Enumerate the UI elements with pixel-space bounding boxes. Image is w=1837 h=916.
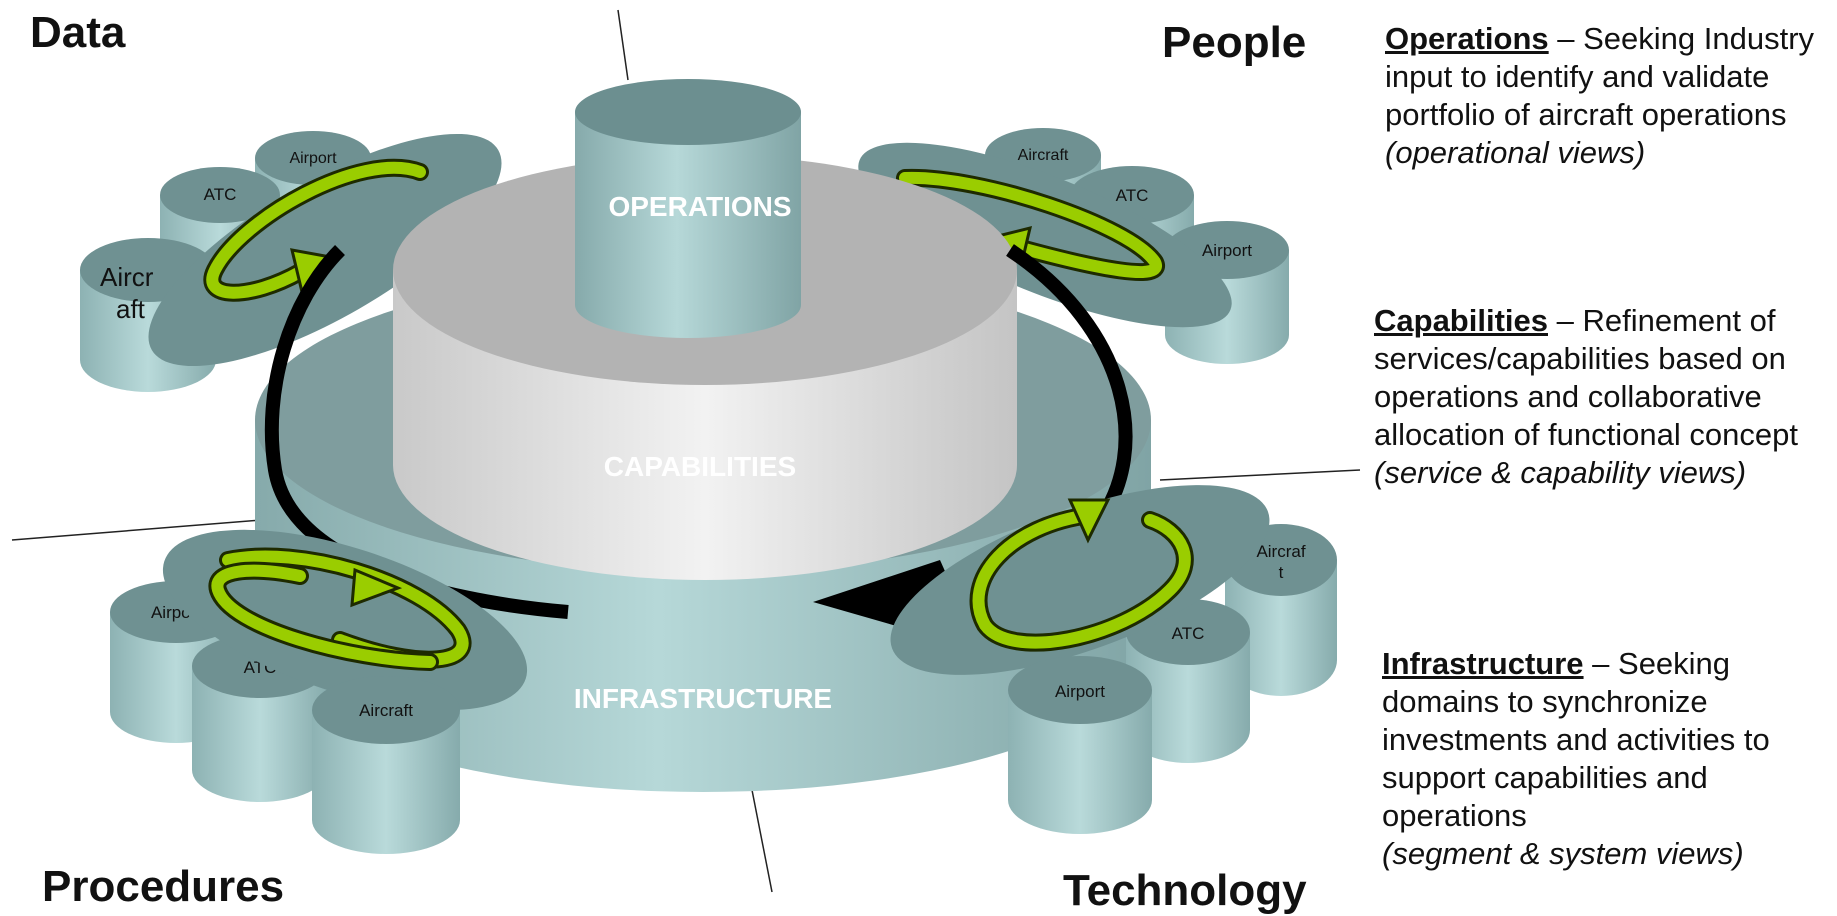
corner-label-procedures: Procedures (42, 862, 285, 911)
description-heading: Capabilities (1374, 303, 1548, 338)
corner-label-technology: Technology (1063, 866, 1307, 915)
description-capabilities: Capabilities – Refinement of services/ca… (1374, 302, 1824, 492)
svg-text:Airport: Airport (1055, 682, 1105, 701)
cycle-arrow-green (208, 547, 472, 671)
svg-text:ATC: ATC (1116, 186, 1149, 205)
operations-layer: OPERATIONS (575, 79, 801, 338)
svg-text:Aircraft: Aircraft (1018, 147, 1069, 164)
svg-text:Aircr: Aircr (100, 262, 154, 292)
capabilities-label: CAPABILITIES (604, 451, 796, 482)
svg-text:Aircraf: Aircraf (1256, 542, 1305, 561)
leader-lines (11, 9, 1361, 893)
description-infrastructure: Infrastructure – Seeking domains to sync… (1382, 645, 1822, 873)
description-heading: Operations (1385, 21, 1549, 56)
operations-label: OPERATIONS (608, 191, 791, 222)
corner-label-people: People (1162, 18, 1307, 67)
svg-text:ATC: ATC (1172, 624, 1205, 643)
description-view: (segment & system views) (1382, 836, 1744, 871)
description-text: – Seeking Industry input to identify and… (1385, 21, 1815, 132)
cycle-arrow-green (969, 498, 1194, 652)
infrastructure-label: INFRASTRUCTURE (574, 683, 832, 714)
cycle-platter (148, 133, 502, 367)
description-heading: Infrastructure (1382, 646, 1584, 681)
description-view: (service & capability views) (1374, 455, 1747, 490)
description-text: – Refinement of services/capabilities ba… (1374, 303, 1798, 452)
corner-label-data: Data (30, 8, 126, 57)
svg-text:Airport: Airport (289, 150, 337, 167)
description-text: – Seeking domains to synchronize investm… (1382, 646, 1770, 833)
svg-text:aft: aft (116, 294, 146, 324)
svg-text:ATC: ATC (204, 185, 237, 204)
pod-aircraft: Aircraft (312, 676, 460, 854)
description-operations: Operations – Seeking Industry input to i… (1385, 20, 1815, 172)
domain-cluster-bottom-left: Airport ATC Aircraft (110, 529, 528, 854)
svg-text:Airport: Airport (1202, 241, 1252, 260)
domain-cluster-top-right: Aircraft ATC Airport (858, 128, 1289, 364)
pod-airport: Airport (1008, 656, 1152, 834)
domain-cluster-top-left: Airport ATC Aircr aft (80, 131, 502, 392)
svg-text:t: t (1279, 563, 1284, 582)
domain-cluster-bottom-right: Aircraf t ATC Airport (890, 485, 1337, 834)
svg-text:Aircraft: Aircraft (359, 701, 413, 720)
description-view: (operational views) (1385, 135, 1646, 170)
